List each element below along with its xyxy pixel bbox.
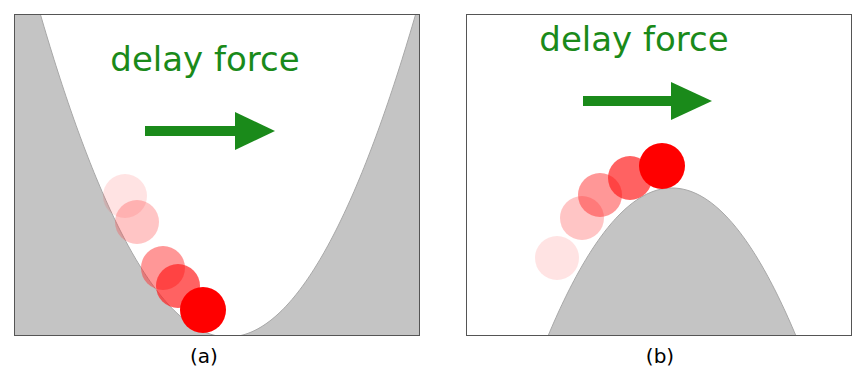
diagram-panel: delay force(b) (466, 14, 852, 336)
panel-caption: (a) (190, 344, 218, 368)
ball-trail-a (103, 174, 226, 333)
potential-well (14, 14, 420, 336)
force-label: delay force (110, 39, 299, 80)
panel-caption: (b) (646, 344, 674, 368)
force-arrow-a (145, 112, 275, 150)
diagram-panel: delay force(a) (14, 14, 420, 336)
ball-trail-b (535, 143, 685, 280)
force-label: delay force (539, 19, 728, 60)
force-arrow-b (583, 82, 712, 120)
